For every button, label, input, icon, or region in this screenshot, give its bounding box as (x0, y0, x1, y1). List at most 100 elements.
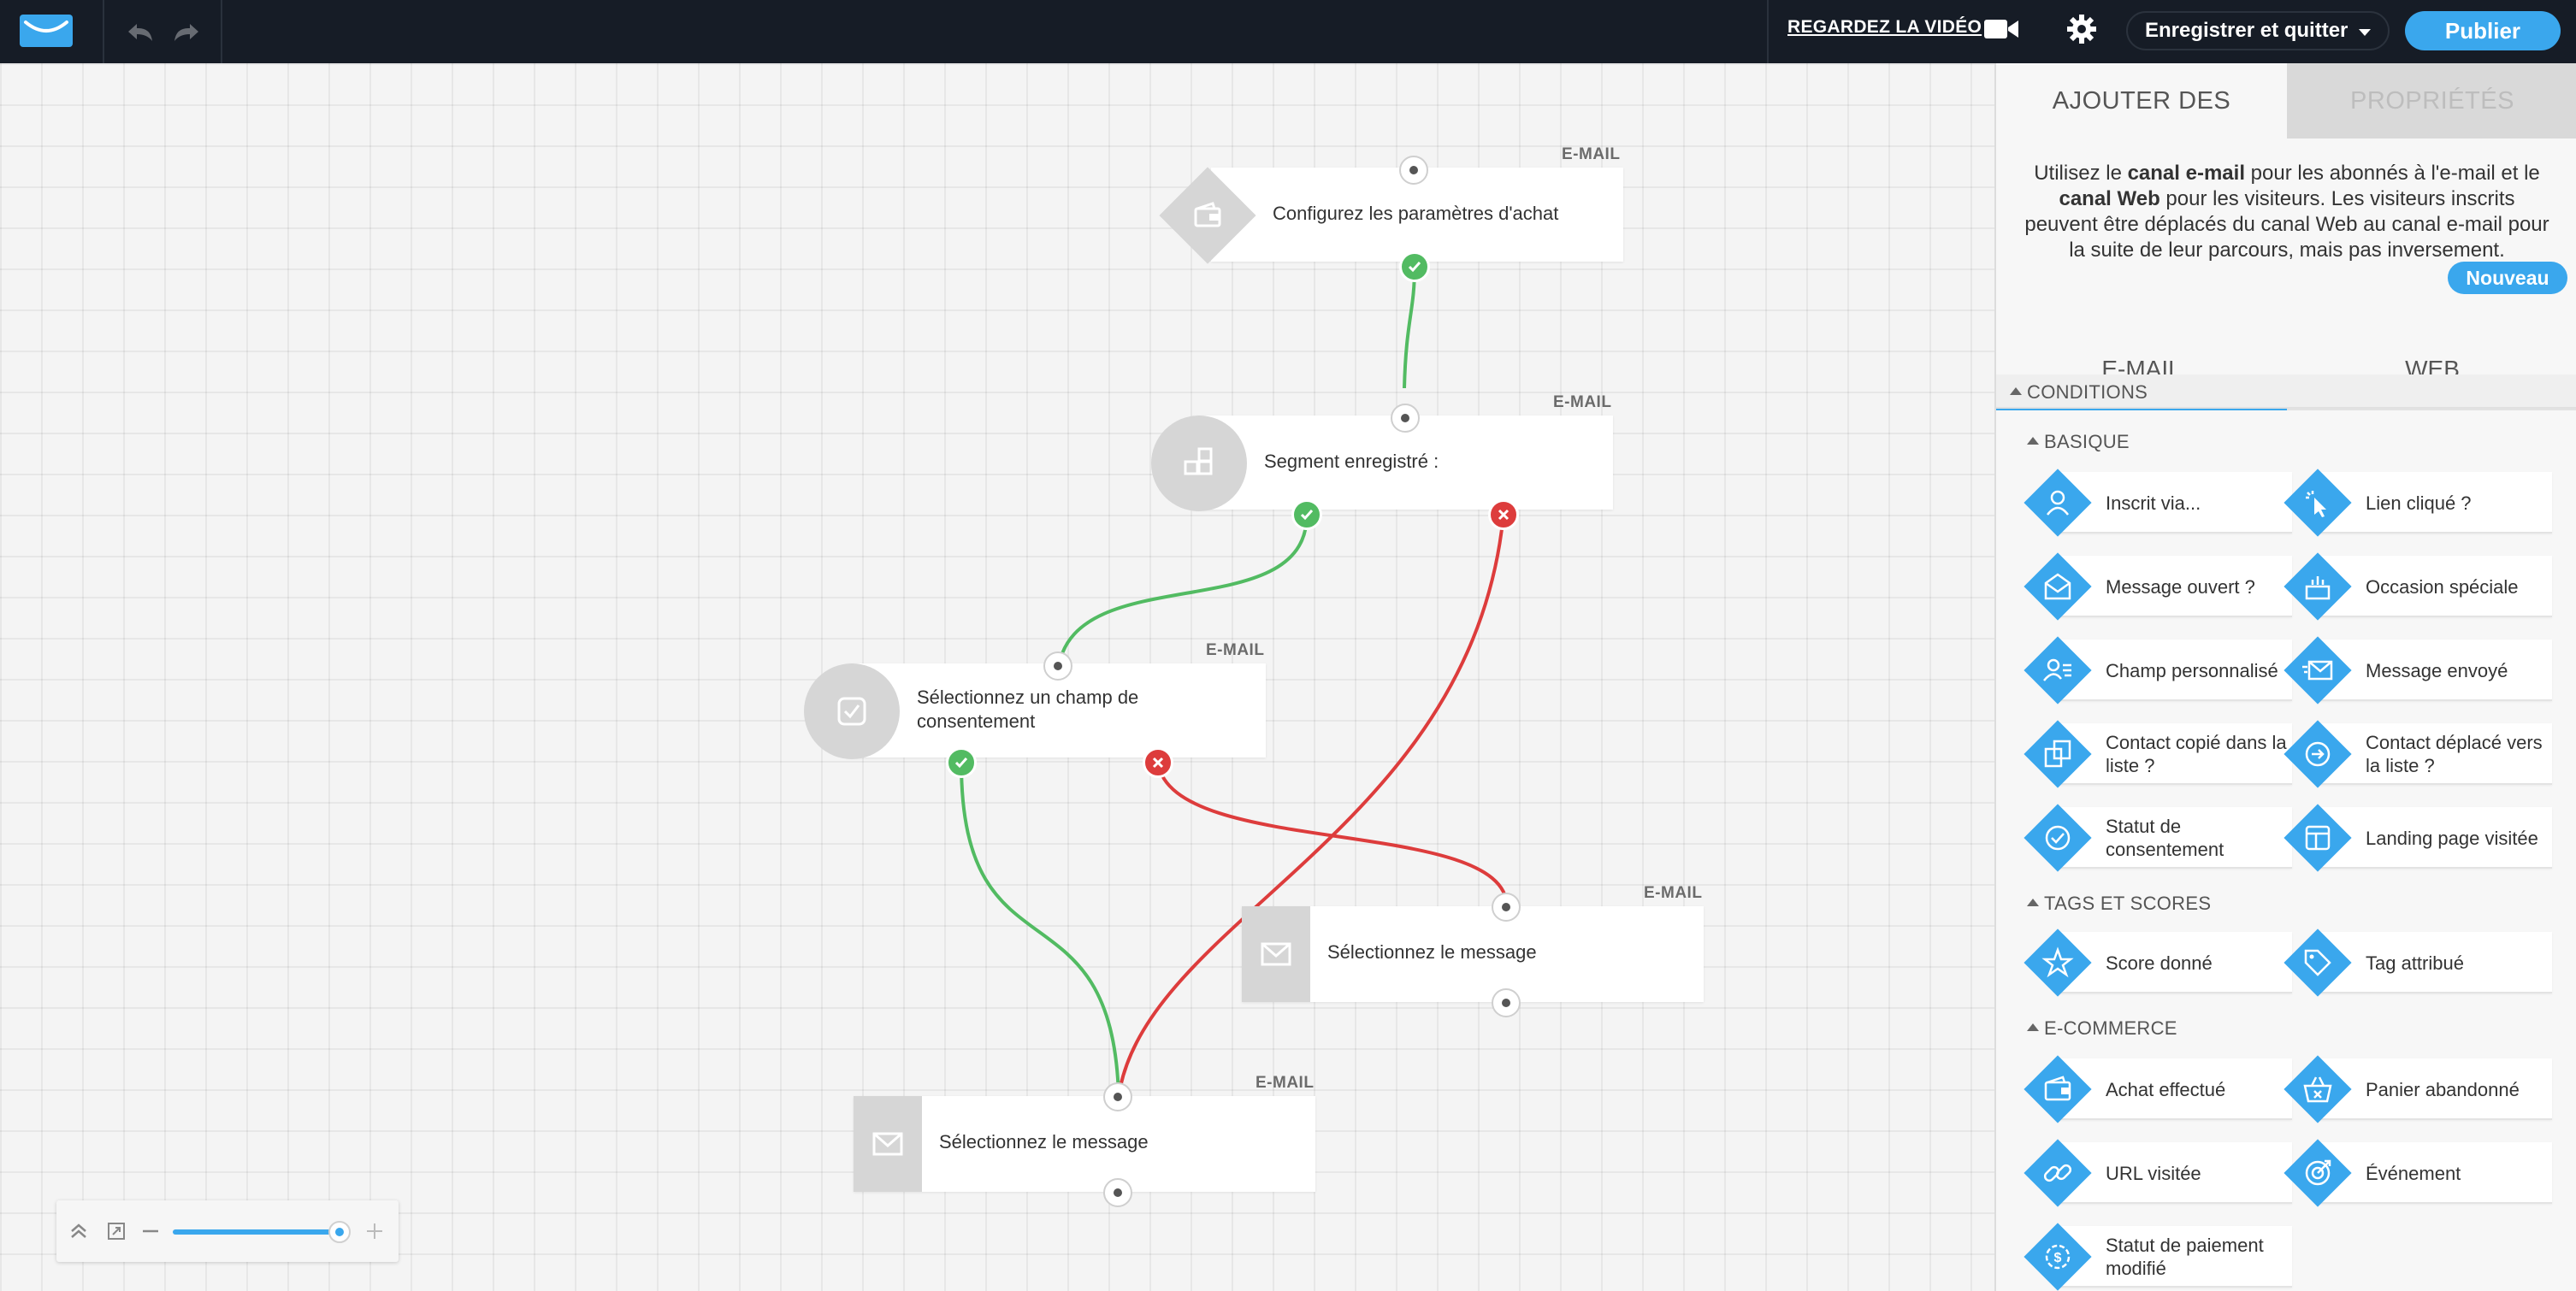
yes-branch-handle[interactable] (1399, 251, 1430, 282)
condition-item[interactable]: URL visitée (2024, 1139, 2292, 1207)
divider (1767, 0, 1769, 63)
condition-item[interactable]: Contact déplacé vers la liste ? (2284, 720, 2552, 788)
condition-item[interactable]: Message ouvert ? (2024, 552, 2292, 621)
description-text: Utilisez le (2034, 162, 2128, 185)
description-bold: canal Web (2059, 187, 2160, 210)
condition-item[interactable]: Inscrit via... (2024, 469, 2292, 537)
video-camera-icon[interactable] (1984, 17, 2018, 41)
workflow-node-select-message[interactable]: Sélectionnez le message (854, 1096, 1315, 1192)
zoom-out-icon[interactable] (140, 1221, 161, 1241)
chevron-down-icon (2359, 29, 2371, 36)
zoom-slider-handle[interactable] (328, 1221, 351, 1243)
item-label: Message envoyé (2366, 659, 2508, 681)
section-title: CONDITIONS (2009, 381, 2148, 403)
cursor-click-icon (2306, 491, 2326, 517)
no-branch-handle[interactable] (1143, 747, 1173, 778)
new-badge: Nouveau (2448, 262, 2567, 294)
right-panel: AJOUTER DES PROPRIÉTÉS Utilisez le canal… (1994, 63, 2576, 1291)
condition-item[interactable]: Landing page visitée (2284, 804, 2552, 872)
yes-branch-handle[interactable] (946, 747, 977, 778)
item-label: Message ouvert ? (2106, 575, 2255, 598)
workflow-canvas-content: Configurez les paramètres d'achat E-MAIL… (0, 63, 1994, 1291)
no-branch-handle[interactable] (1488, 499, 1519, 530)
connection-lines (960, 266, 1509, 1097)
channel-description: Utilisez le canal e-mail pour les abonné… (2022, 161, 2552, 263)
group-tags-header[interactable]: TAGS ET SCORES (2026, 893, 2212, 914)
workflow-canvas[interactable]: Configurez les paramètres d'achat E-MAIL… (0, 63, 1994, 1291)
condition-item[interactable]: Score donné (2024, 928, 2292, 997)
save-and-quit-dropdown[interactable]: Enregistrer et quitter (2126, 11, 2390, 50)
basket-icon (2303, 1076, 2332, 1103)
condition-item[interactable]: Statut de consentement (2024, 804, 2292, 872)
layout-icon (2305, 825, 2331, 851)
node-channel-tag: E-MAIL (1553, 393, 1612, 411)
redo-icon[interactable] (171, 17, 202, 46)
node-icon-bg (1242, 906, 1310, 1002)
group-basic-header[interactable]: BASIQUE (2027, 431, 2130, 452)
connection-yes-n1-n2 (1403, 266, 1416, 389)
condition-item[interactable]: Champ personnalisé (2024, 636, 2292, 704)
zoom-in-icon[interactable] (364, 1221, 385, 1241)
workflow-node-select-message[interactable]: Sélectionnez le message (1242, 906, 1704, 1002)
condition-item[interactable]: Message envoyé (2284, 636, 2552, 704)
watch-video-link[interactable]: REGARDEZ LA VIDÉO (1787, 17, 1982, 37)
publish-button[interactable]: Publier (2405, 11, 2561, 50)
node-input-port[interactable] (1391, 404, 1420, 433)
item-label: Inscrit via... (2106, 492, 2201, 514)
connection-yes-n3-n5 (960, 762, 1120, 1097)
node-input-port[interactable] (1492, 893, 1521, 922)
undo-icon[interactable] (125, 17, 156, 46)
divider (103, 0, 104, 63)
tab-add-elements[interactable]: AJOUTER DES (1996, 63, 2287, 139)
condition-item[interactable]: Contact copié dans la liste ? (2024, 720, 2292, 788)
node-input-port[interactable] (1399, 156, 1428, 185)
description-bold: canal e-mail (2127, 162, 2245, 185)
item-label: Événement (2366, 1162, 2461, 1184)
collapse-up-icon[interactable] (68, 1221, 89, 1241)
tab-properties[interactable]: PROPRIÉTÉS (2287, 63, 2576, 139)
node-channel-tag: E-MAIL (1256, 1074, 1315, 1092)
condition-item[interactable]: Tag attribué (2284, 928, 2552, 997)
checkbox-icon (837, 697, 866, 726)
item-label: Achat effectué (2106, 1078, 2226, 1100)
item-label: Lien cliqué ? (2366, 492, 2472, 514)
item-label: URL visitée (2106, 1162, 2201, 1184)
envelope-open-icon (2044, 573, 2071, 600)
node-label: Configurez les paramètres d'achat (1273, 203, 1559, 224)
node-output-port[interactable] (1492, 988, 1521, 1017)
target-icon (2305, 1159, 2331, 1186)
node-input-port[interactable] (1043, 651, 1072, 681)
save-and-quit-label: Enregistrer et quitter (2145, 19, 2349, 42)
node-label: Sélectionnez un champ de consentement (917, 687, 1139, 732)
wallet-icon (2044, 1076, 2071, 1101)
node-input-port[interactable] (1103, 1082, 1132, 1111)
connection-no-n3-n4 (1156, 762, 1509, 907)
item-label: Score donné (2106, 952, 2213, 974)
check-circle-icon (2045, 825, 2071, 851)
conditions-section-header[interactable]: CONDITIONS (1996, 374, 2576, 409)
yes-branch-handle[interactable] (1291, 499, 1322, 530)
item-label: Panier abandonné (2366, 1078, 2520, 1100)
fit-screen-icon[interactable] (106, 1221, 127, 1241)
condition-item[interactable]: Occasion spéciale (2284, 552, 2552, 621)
group-ecommerce-header[interactable]: E-COMMERCE (2027, 1017, 2177, 1039)
item-label: Contact déplacé vers la liste ? (2366, 732, 2543, 776)
item-label: Tag attribué (2366, 952, 2464, 974)
node-channel-tag: E-MAIL (1206, 641, 1265, 659)
condition-item[interactable]: Lien cliqué ? (2284, 469, 2552, 537)
gear-icon[interactable] (2065, 12, 2099, 46)
cake-icon (2305, 576, 2331, 600)
node-channel-tag: E-MAIL (1562, 145, 1621, 163)
envelope-icon (1261, 942, 1291, 966)
node-icon-bg (854, 1096, 922, 1192)
condition-item[interactable]: Achat effectué (2024, 1055, 2292, 1123)
app-logo-icon[interactable] (19, 14, 74, 48)
node-output-port[interactable] (1103, 1178, 1132, 1207)
link-icon (2043, 1164, 2072, 1182)
divider (221, 0, 222, 63)
condition-item[interactable]: Événement (2284, 1139, 2552, 1207)
description-text: pour les abonnés à l'e-mail et le (2244, 162, 2540, 185)
condition-item[interactable]: $ Statut de paiement modifié (2024, 1223, 2292, 1291)
condition-item[interactable]: Panier abandonné (2284, 1055, 2552, 1123)
zoom-slider-track[interactable] (173, 1229, 340, 1235)
